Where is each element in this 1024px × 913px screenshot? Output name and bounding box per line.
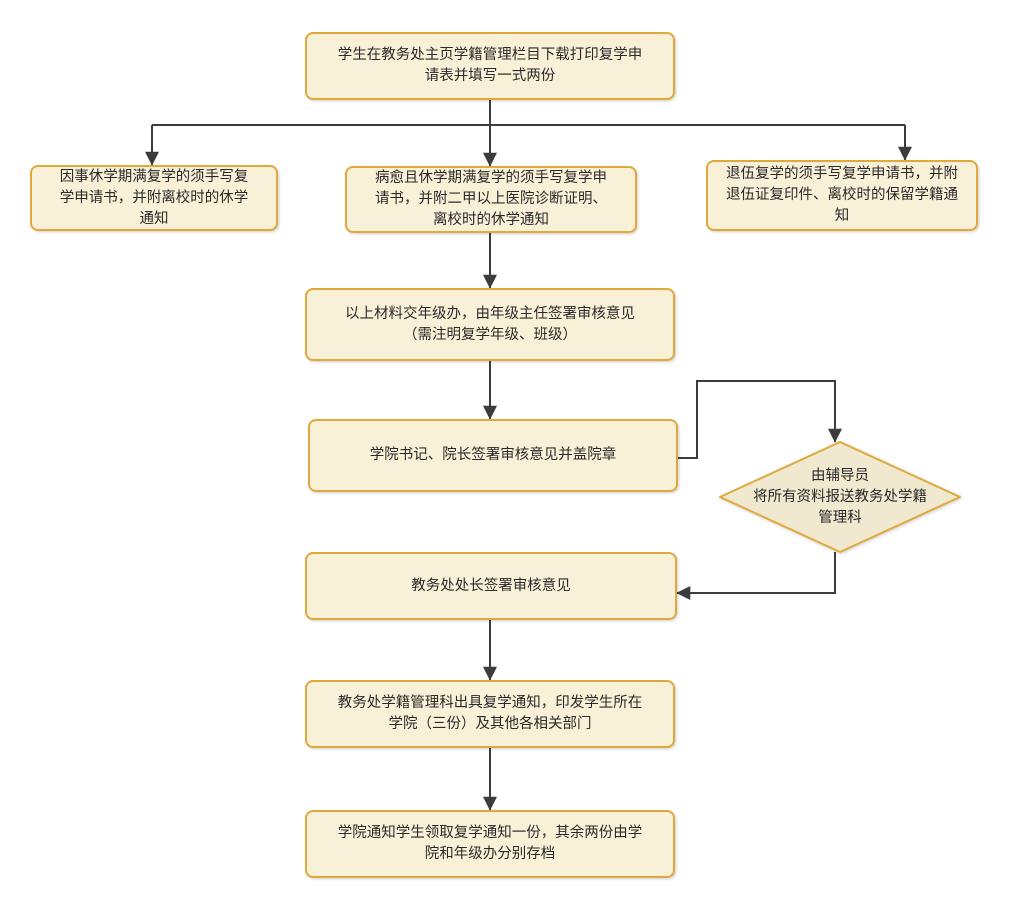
node-personal-leave: 因事休学期满复学的须手写复 学申请书，并附离校时的休学 通知 xyxy=(30,165,278,231)
node-start: 学生在教务处主页学籍管理栏目下载打印复学申 请表并填写一式两份 xyxy=(305,32,675,100)
node-grade-office: 以上材料交年级办，由年级主任签署审核意见 （需注明复学年级、班级） xyxy=(305,288,675,361)
node-archive: 学院通知学生领取复学通知一份，其余两份由学 院和年级办分别存档 xyxy=(305,810,675,878)
edge-counselor-to-dean xyxy=(676,552,836,600)
node-veteran-return: 退伍复学的须手写复学申请书，并附 退伍证复印件、离校时的保留学籍通 知 xyxy=(706,160,978,231)
counselor-diamond-label: 由辅导员 将所有资料报送教务处学籍 管理科 xyxy=(753,467,927,526)
edge-college-to-counselor xyxy=(678,380,842,459)
node-dean-review: 教务处处长签署审核意见 xyxy=(305,552,677,620)
node-illness-leave: 病愈且休学期满复学的须手写复学申 请书，并附二甲以上医院诊断证明、 离校时的休学… xyxy=(345,166,637,233)
node-issue-notice: 教务处学籍管理科出具复学通知，印发学生所在 学院（三份）及其他各相关部门 xyxy=(305,680,675,748)
node-college-leaders: 学院书记、院长签署审核意见并盖院章 xyxy=(308,419,678,492)
counselor-diamond-shape xyxy=(719,441,961,553)
